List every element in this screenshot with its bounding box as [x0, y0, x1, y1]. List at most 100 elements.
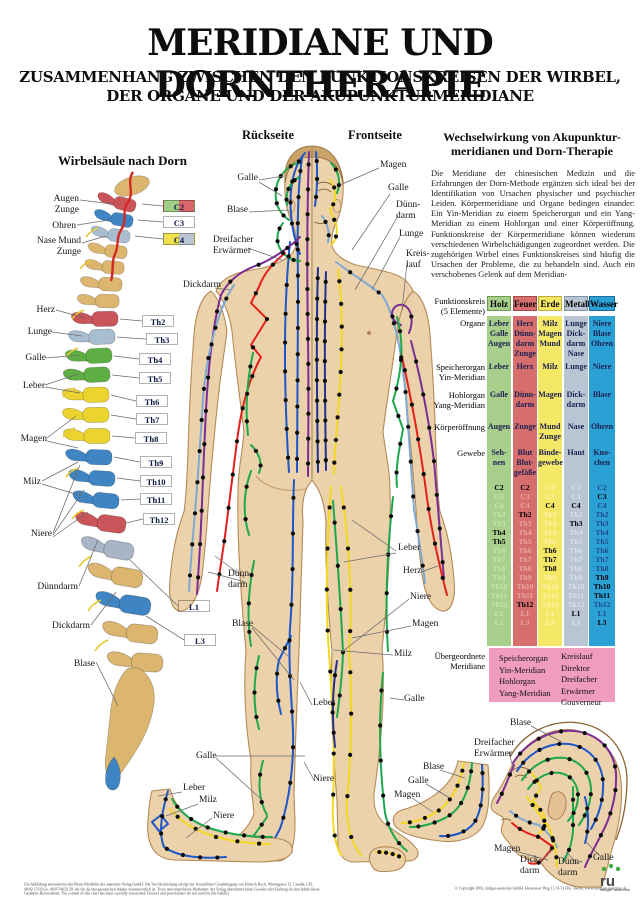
spine-label-galle: Galle [25, 353, 46, 363]
cell-feuer-hohlorgan: Dünn- darm [514, 390, 536, 409]
body-label-dickdarm: Dickdarm [183, 280, 221, 290]
cell-holz-gewebe: Seh- nen [491, 448, 507, 467]
tiny-foot-inset [368, 846, 406, 873]
body-label-blase-leg: Blase [232, 619, 254, 629]
vertebra-box-th12: Th12 [143, 513, 175, 525]
body-label-galle-leg: Galle [404, 694, 425, 704]
column-header-metall: Metall [564, 296, 590, 311]
vertebra-box-th4: Th4 [139, 353, 171, 365]
cell-feuer-koerperoeffnung: Zunge [514, 422, 536, 431]
body-label-blase-head: Blase [226, 205, 248, 215]
cell-wasser-hohlorgan: Blase [592, 390, 612, 399]
vertebra-box-th8: Th8 [135, 432, 167, 444]
body-label-kreislauf: Kreis- lauf [406, 249, 430, 270]
subtitle-line-2: DER ORGANE UND DER AKUPUNKTURMERIDIANE [106, 87, 534, 105]
pointer-lines [41, 167, 602, 864]
spine-label-nase-mund-zunge: Nase Mund Zunge [36, 236, 81, 257]
cell-erde-speicherorgan: Milz [542, 362, 558, 371]
body-label-herz: Herz [403, 566, 422, 576]
page-title: MERIDIANE UND DORNTHERAPIE [147, 22, 493, 106]
front-view-heading: Frontseite [348, 128, 402, 142]
body-label-galle-head: Galle [237, 173, 258, 183]
cell-feuer-speicherorgan: Herz [516, 362, 534, 371]
spine-label-dickdarm: Dickdarm [52, 621, 90, 631]
spine-label-blase: Blase [73, 659, 95, 669]
vertebra-box-th3: Th3 [146, 333, 178, 345]
cell-wasser-speicherorgan: Niere [592, 362, 612, 371]
row-label-koerperoeffnung: Körperöffnung [434, 422, 485, 432]
spine-label-niere: Niere [30, 529, 52, 539]
cell-metall-hohlorgan: Dick- darm [566, 390, 586, 409]
head-label-blase: Blase [510, 718, 532, 728]
column-header-holz: Holz [487, 296, 511, 311]
svg-text:ru: ru [600, 873, 615, 890]
column-header-wasser: Wasser [589, 296, 618, 311]
subtitle-line-1: ZUSAMMENHANG ZWISCHEN DEN FUNKTIONSKREIS… [19, 68, 621, 86]
body-label-niere-center: Niere [313, 774, 335, 784]
head-label-magen: Magen [494, 844, 521, 854]
row-label-organe: Organe [460, 318, 485, 328]
left-foot-inset [147, 788, 293, 863]
body-label-leber: Leber [398, 543, 421, 553]
foot-label-blase: Blase [423, 762, 445, 772]
vertebra-box-l3: L3 [184, 634, 216, 646]
spine-label-leber: Leber [22, 381, 45, 391]
spine-section-heading: Wirbelsäule nach Dorn [57, 153, 188, 168]
foot-label-niere: Niere [213, 811, 235, 821]
cell-holz-speicherorgan: Leber [488, 362, 510, 371]
vertebra-box-c2: C2 [163, 200, 195, 212]
cell-wasser-organe: Niere Blase Ohren [590, 319, 614, 348]
back-view-heading: Rückseite [241, 128, 295, 142]
body-label-leber-center: Leber [313, 698, 336, 708]
cell-metall-koerperoeffnung: Nase [567, 422, 585, 431]
body-label-niere: Niere [410, 592, 432, 602]
pinkbox-right-text: Kreislauf Direktor Dreifacher Erwärmer G… [561, 651, 602, 707]
cell-erde-hohlorgan: Magen [538, 390, 562, 399]
cell-feuer-gewebe: Blut Blut- gefäße [513, 448, 537, 477]
vertebra-box-th9: Th9 [140, 456, 172, 468]
cell-holz-hohlorgan: Galle [489, 390, 509, 399]
vertebra-box-th11: Th11 [140, 493, 172, 505]
column-header-erde: Erde [538, 296, 562, 311]
vertebra-box-th7: Th7 [136, 413, 168, 425]
vertebra-box-c3: C3 [163, 216, 195, 228]
head-label-galle: Galle [593, 853, 614, 863]
element-table: Funktionskreis (5 Elemente) Organe Speic… [425, 293, 640, 709]
cell-holz-organe: Leber Galle Augen [487, 319, 511, 348]
cell-erde-koerperoeffnung: Mund Zunge [539, 422, 561, 441]
sidebar-heading: Wechselwirkung von Akupunktur- meridiane… [443, 130, 621, 158]
cell-wasser-koerperoeffnung: Ohren [590, 422, 614, 431]
head-label-dickdarm: Dick- darm [520, 855, 542, 876]
row-label-speicherorgan: Speicherorgan Yin-Meridian [436, 362, 485, 382]
row-label-gewebe: Gewebe [457, 448, 485, 458]
body-label-milz: Milz [394, 649, 412, 659]
cell-metall-speicherorgan: Lunge [565, 362, 587, 371]
foot-label-magen: Magen [394, 790, 421, 800]
body-label-dreifacher-erwaermer: Dreifacher Erwärmer [213, 235, 254, 256]
spine-label-duenndarm: Dünndarm [37, 582, 78, 592]
uebergeordnete-meridiane-box: Speicherorgan Yin-Meridian Hohlorgan Yan… [489, 648, 615, 707]
fine-print-left: Die Abbildung entstand mit den Photo-Mod… [24, 882, 320, 896]
column-header-feuer: Feuer [513, 296, 537, 311]
publisher-logo: ru rüdiger anatomie [600, 863, 631, 892]
cell-erde-gewebe: Binde- gewebe [538, 448, 563, 467]
body-label-galle-front: Galle [388, 183, 409, 193]
right-foot-inset [392, 760, 490, 843]
row-label-funktionskreis: Funktionskreis (5 Elemente) [434, 296, 485, 316]
spine-label-ohren: Ohren [52, 221, 76, 231]
body-label-magen: Magen [380, 160, 407, 170]
body-label-duenndarm-hand: Dünn- darm [228, 569, 253, 590]
cell-erde-organe: Milz Magen Mund [538, 319, 562, 348]
cell-metall-gewebe: Haut [567, 448, 585, 457]
vertebra-box-th2: Th2 [142, 315, 174, 327]
spine-illustration [61, 171, 164, 791]
cell-feuer-organe: Herz Dünn- darm Zunge [514, 319, 536, 358]
cell-holz-koerperoeffnung: Augen [487, 422, 511, 431]
spine-label-augen-zunge: Augen Zunge [53, 194, 79, 215]
foot-label-galle: Galle [408, 776, 429, 786]
